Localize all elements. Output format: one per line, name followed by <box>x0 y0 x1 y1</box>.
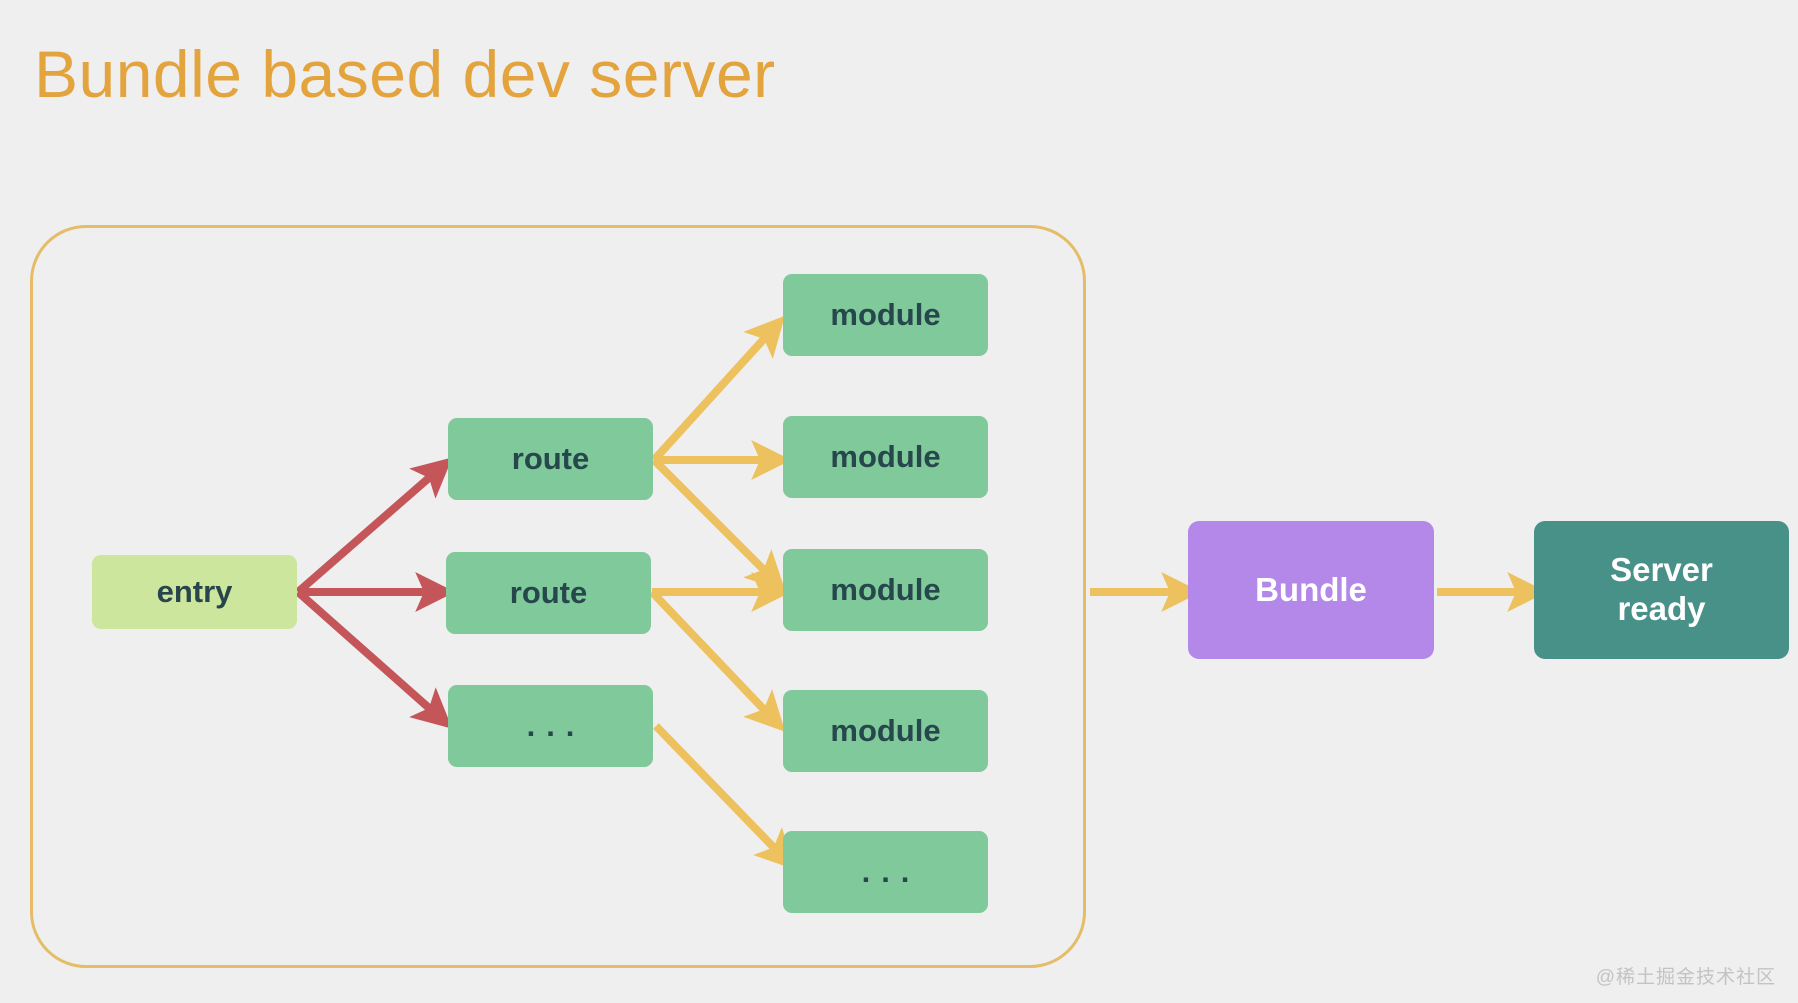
node-bundle[interactable]: Bundle <box>1188 521 1434 659</box>
node-route-1[interactable]: route <box>448 418 653 500</box>
node-module-2[interactable]: module <box>783 416 988 498</box>
node-route-ellipsis-label: ... <box>526 708 586 743</box>
watermark: @稀土掘金技术社区 <box>1595 967 1776 988</box>
node-module-1[interactable]: module <box>783 274 988 356</box>
bundle-graph-group-frame <box>30 225 1086 968</box>
node-bundle-label: Bundle <box>1255 571 1367 608</box>
node-module-1-label: module <box>830 297 941 332</box>
node-module-3[interactable]: module <box>783 549 988 631</box>
node-module-2-label: module <box>830 439 941 474</box>
page-title: Bundle based dev server <box>34 37 776 111</box>
node-route-1-label: route <box>511 441 590 476</box>
node-server-ready[interactable]: Server ready <box>1534 521 1789 659</box>
node-module-ellipsis-label: ... <box>861 854 921 889</box>
node-entry[interactable]: entry <box>92 555 297 629</box>
node-route-ellipsis[interactable]: ... <box>448 685 653 767</box>
node-module-4-label: module <box>830 713 941 748</box>
node-module-4[interactable]: module <box>783 690 988 772</box>
node-route-2-label: route <box>509 575 588 610</box>
node-module-3-label: module <box>830 572 941 607</box>
node-route-2[interactable]: route <box>446 552 651 634</box>
node-server-ready-label-line1: Server <box>1610 551 1713 589</box>
node-entry-label: entry <box>156 574 233 609</box>
node-server-ready-label-line2: ready <box>1617 590 1706 627</box>
node-module-ellipsis[interactable]: ... <box>783 831 988 913</box>
